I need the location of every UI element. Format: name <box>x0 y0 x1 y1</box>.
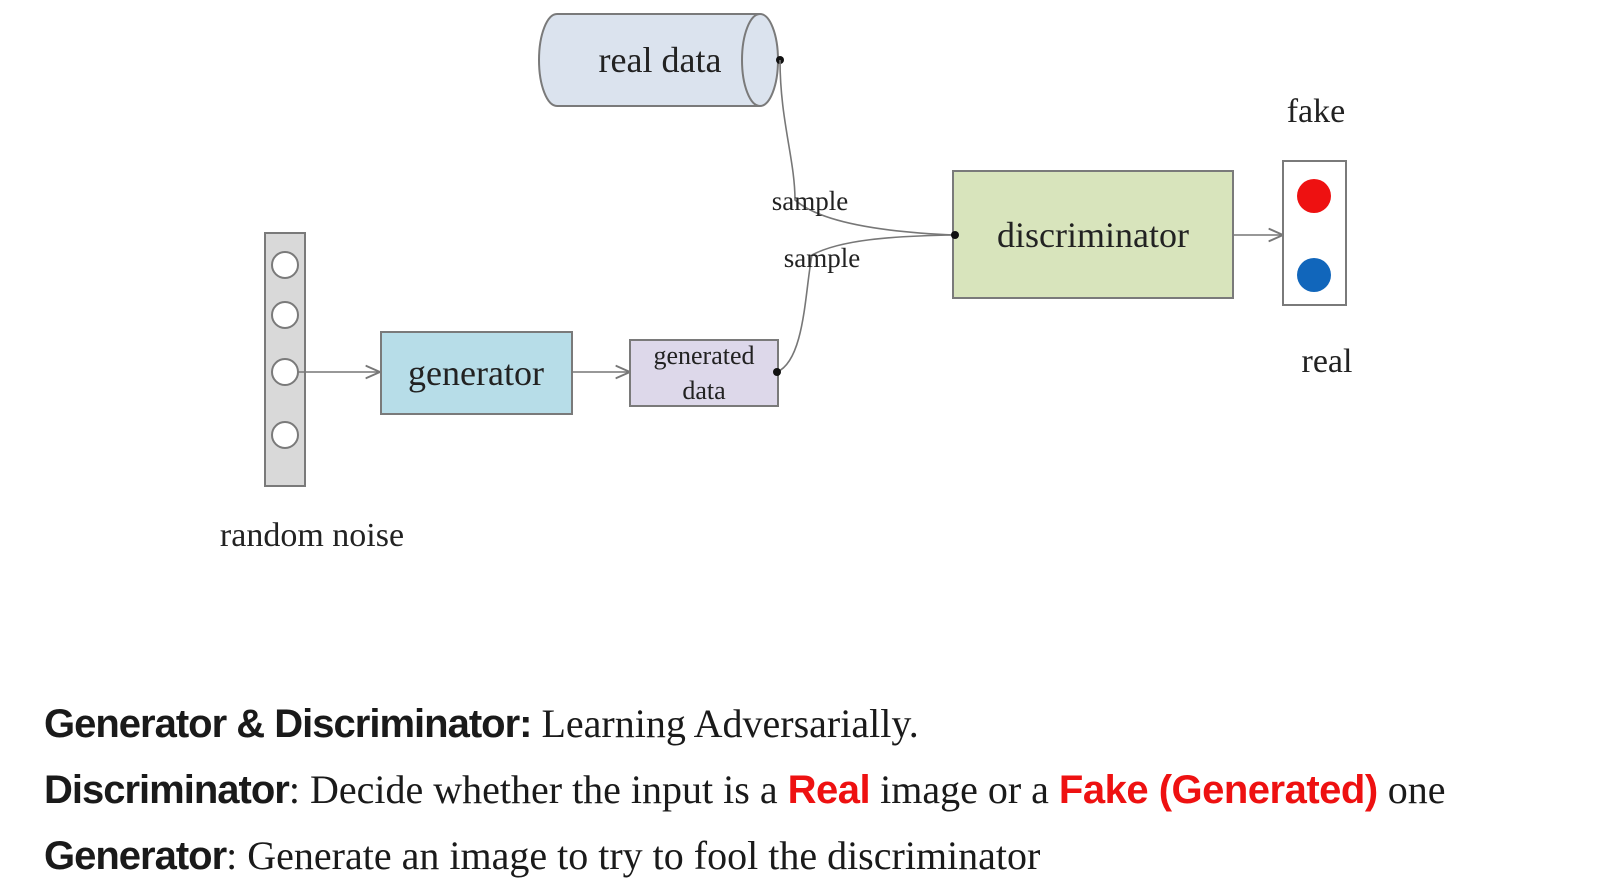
caption-text-2a: : Decide whether the input is a <box>288 767 788 812</box>
fake-label: fake <box>1287 93 1346 130</box>
noise-node <box>271 421 299 449</box>
real-data-label: real data <box>599 40 722 80</box>
generator-label: generator <box>408 353 544 393</box>
generated-data-port <box>773 368 781 376</box>
noise-node <box>271 301 299 329</box>
real-data-cylinder: real data <box>538 13 779 107</box>
caption-highlight-fake: Fake (Generated) <box>1058 768 1378 812</box>
discriminator-label: discriminator <box>997 215 1189 255</box>
fake-dot <box>1297 179 1331 213</box>
caption-term-discriminator: Discriminator <box>44 768 290 812</box>
real-dot <box>1297 258 1331 292</box>
caption-term-generator: Generator <box>44 834 227 878</box>
noise-node <box>271 251 299 279</box>
caption-text-2c: one <box>1377 767 1446 812</box>
generator-box <box>380 331 573 415</box>
discriminator-box <box>952 170 1234 299</box>
real-label: real <box>1302 343 1353 380</box>
caption-text-1: Learning Adversarially. <box>531 701 919 746</box>
caption-line-3: Generator: Generate an image to try to f… <box>44 832 1040 879</box>
caption-highlight-real: Real <box>787 768 871 812</box>
random-noise-label: random noise <box>220 517 404 554</box>
sample-label-top: sample <box>772 186 848 216</box>
sample-label-bottom: sample <box>784 243 860 273</box>
discriminator-input-port <box>951 231 959 239</box>
generated-data-label-line2: data <box>682 376 726 405</box>
real-sample-connector <box>779 59 956 236</box>
caption-text-2b: image or a <box>870 767 1059 812</box>
gan-diagram: real data sample sample discriminator fa… <box>220 13 1353 554</box>
generated-data-box <box>629 339 779 407</box>
generated-data-label-line1: generated <box>653 341 754 370</box>
caption-text-3: : Generate an image to try to fool the d… <box>226 833 1041 878</box>
caption-term-gan: Generator & Discriminator: <box>44 702 532 746</box>
noise-node <box>271 358 299 386</box>
caption-line-1: Generator & Discriminator: Learning Adve… <box>44 700 919 747</box>
generated-sample-connector <box>776 234 956 373</box>
caption-line-2: Discriminator: Decide whether the input … <box>44 766 1445 813</box>
